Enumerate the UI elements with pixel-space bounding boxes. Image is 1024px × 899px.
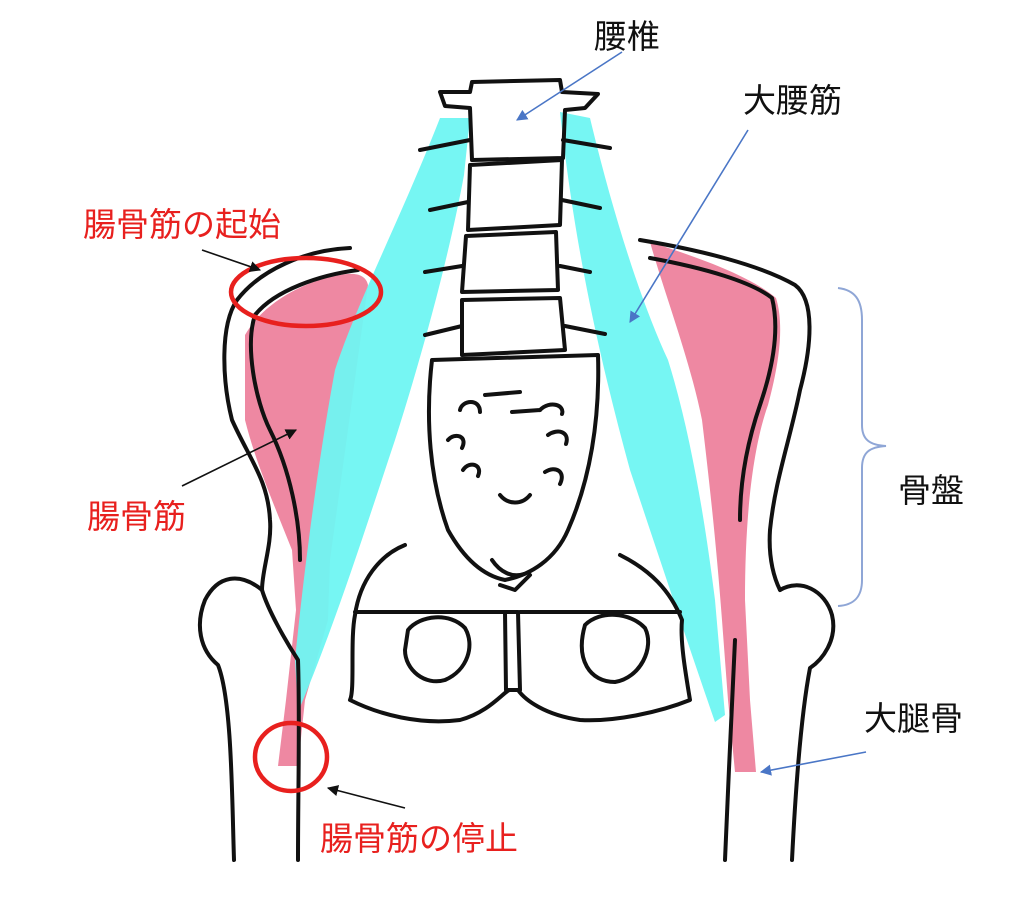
label-iliacus: 腸骨筋 bbox=[87, 500, 186, 533]
lumbar-vertebra-4 bbox=[462, 298, 565, 355]
arrow-iliacus-origin bbox=[202, 250, 260, 270]
lumbar-vertebra-3 bbox=[462, 232, 558, 292]
right-femur-outline bbox=[780, 585, 833, 860]
left-femur-outline bbox=[200, 579, 262, 860]
arrow-iliacus-insertion bbox=[328, 788, 405, 808]
lumbar-vertebra-2 bbox=[468, 160, 562, 230]
label-iliacus-insertion: 腸骨筋の停止 bbox=[320, 822, 518, 855]
pelvis-brace bbox=[838, 288, 886, 606]
arrow-femur bbox=[761, 752, 866, 772]
label-iliacus-origin: 腸骨筋の起始 bbox=[83, 208, 281, 241]
label-pelvis: 骨盤 bbox=[898, 474, 964, 507]
sacrum-outline bbox=[429, 355, 598, 580]
label-femur: 大腿骨 bbox=[864, 702, 963, 735]
label-lumbar: 腰椎 bbox=[594, 20, 660, 53]
label-psoas-major: 大腰筋 bbox=[743, 84, 842, 117]
